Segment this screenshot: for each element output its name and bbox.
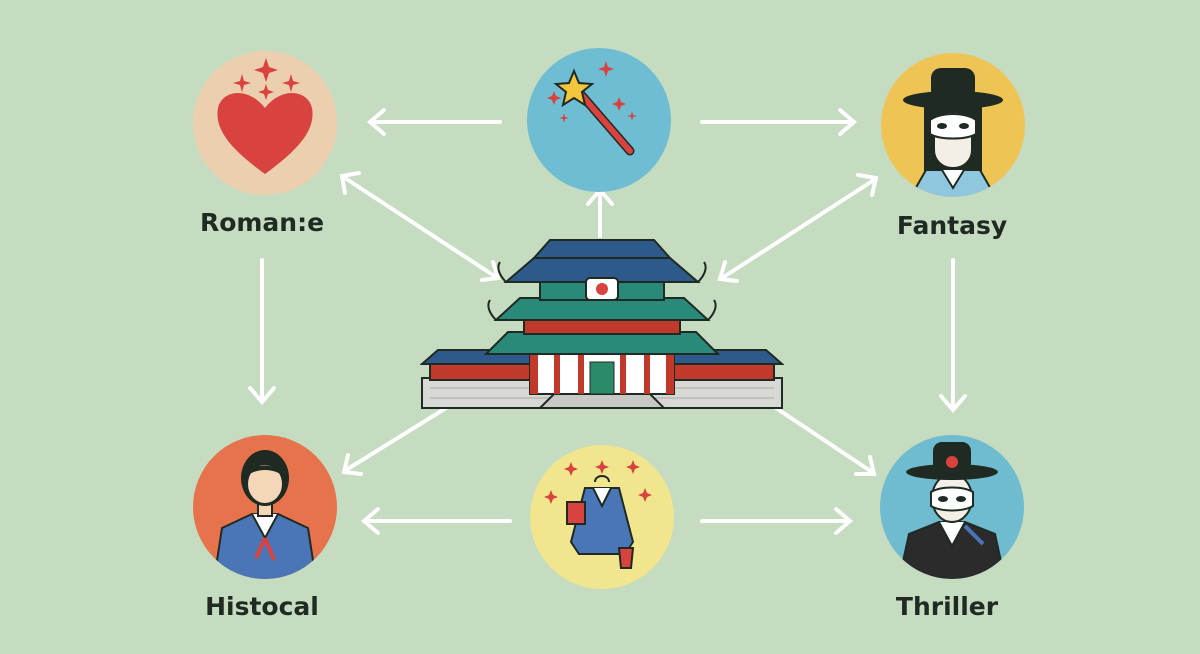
- magic-wand-icon: [547, 61, 637, 156]
- masked-figure-gat-icon: [903, 68, 1003, 197]
- fantasy-node: [881, 53, 1025, 197]
- fantasy-label: Fantasy: [896, 211, 1008, 240]
- historical-node: [193, 435, 337, 579]
- historical-label: Histocal: [205, 592, 319, 621]
- costume-node: [530, 445, 674, 589]
- heart-sparkles-icon: [217, 58, 313, 174]
- magic-node: [527, 48, 671, 192]
- thriller-node: [880, 435, 1024, 579]
- hanbok-costume-icon: [544, 460, 652, 569]
- romance-node: [193, 51, 337, 195]
- masked-swordsman-icon: [897, 442, 1007, 579]
- arrow-romance-palace: [343, 176, 498, 279]
- palace-icon: [420, 239, 784, 409]
- palace-illustration: [420, 239, 784, 409]
- arrow-fantasy-palace: [720, 178, 876, 280]
- romance-label: Roman:e: [199, 208, 325, 237]
- thriller-label: Thriller: [895, 592, 999, 621]
- hanbok-woman-icon: [212, 450, 318, 579]
